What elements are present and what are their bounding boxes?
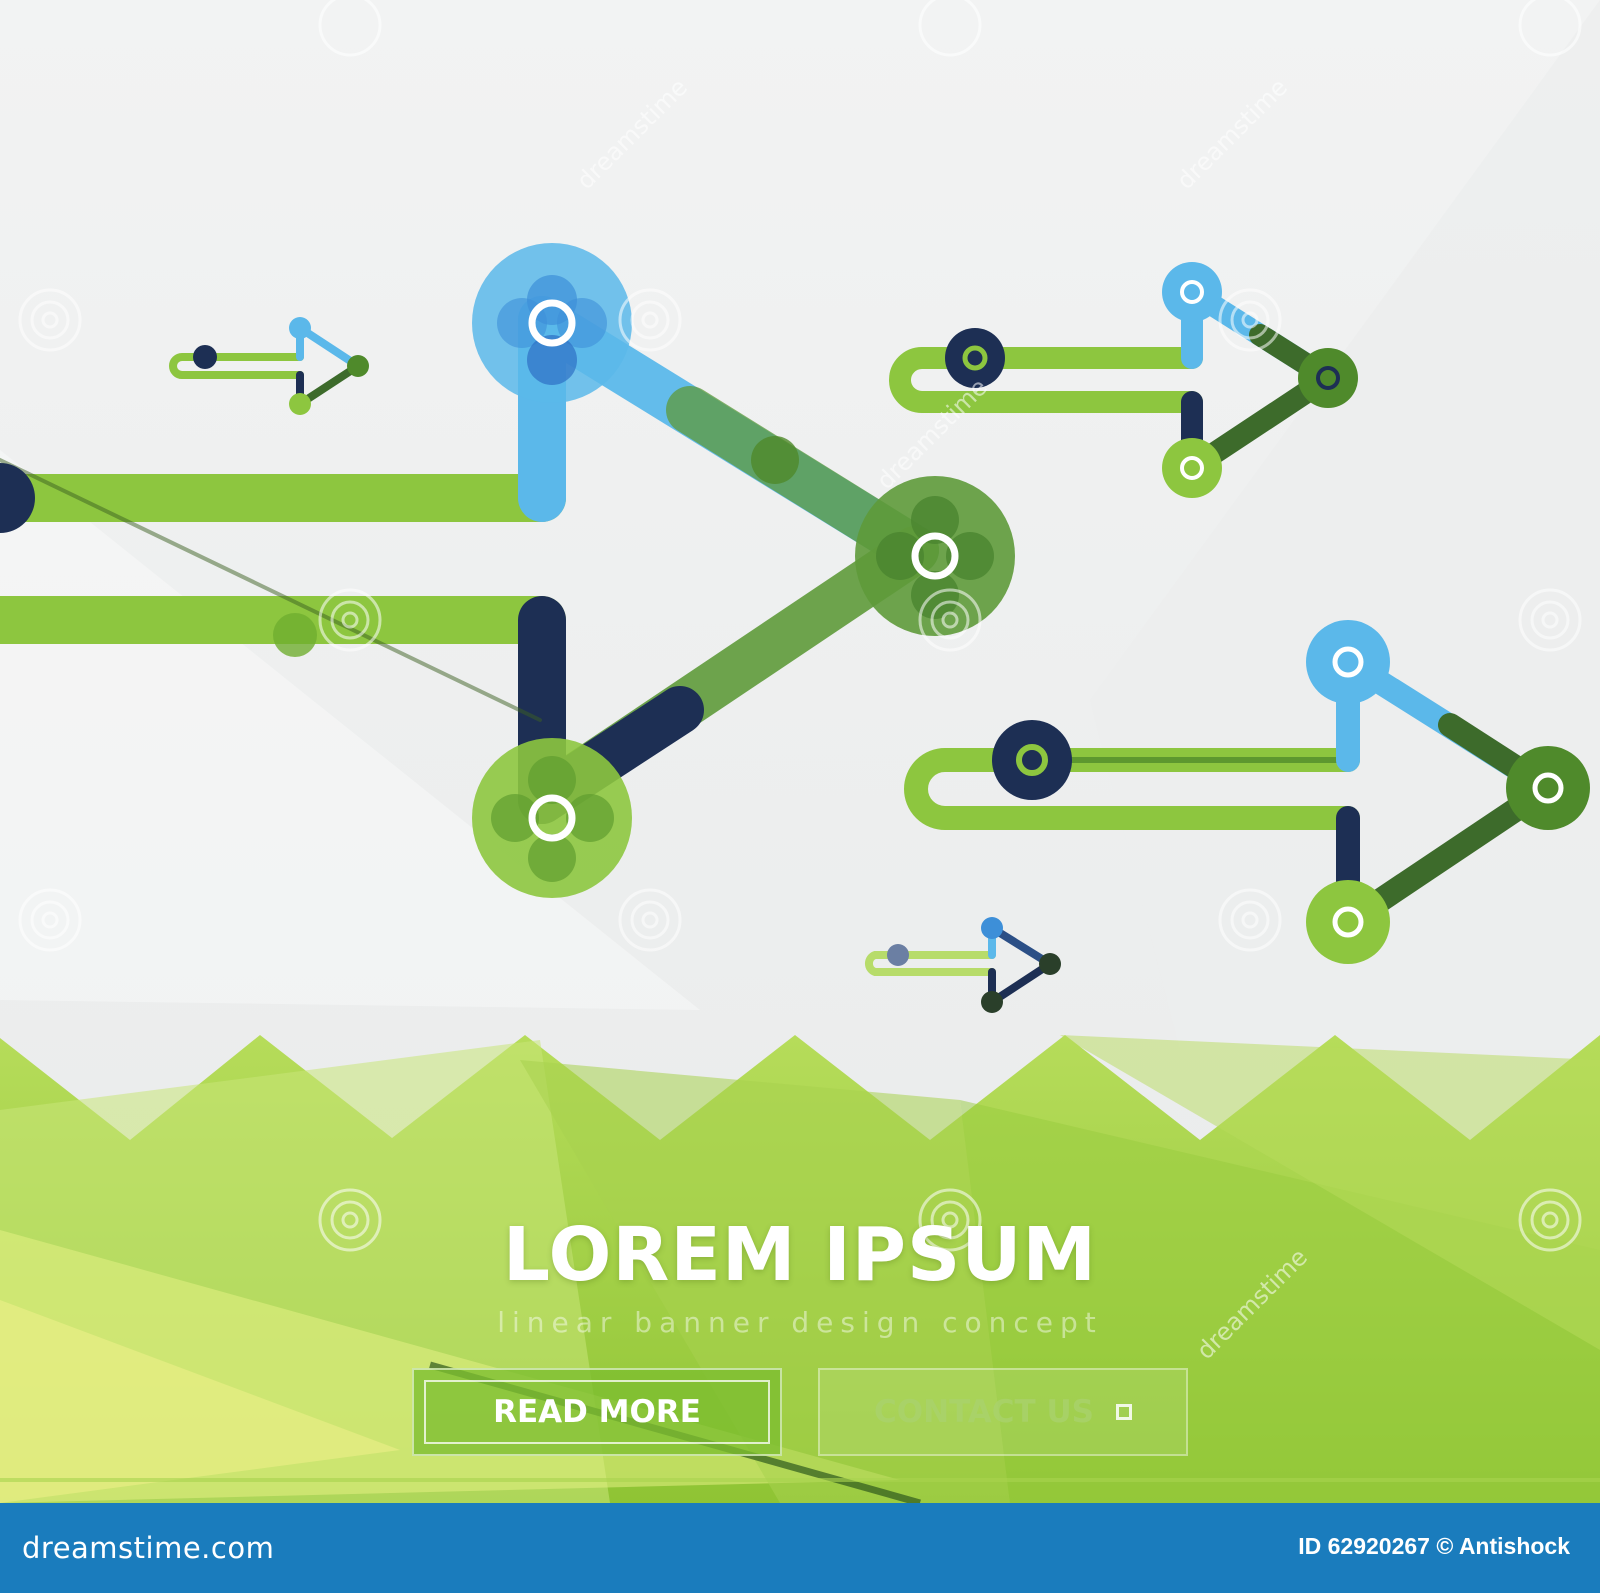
- small-arrow-left: [169, 317, 369, 415]
- contact-us-label: CONTACT US: [874, 1394, 1094, 1430]
- read-more-label: READ MORE: [493, 1394, 701, 1430]
- read-more-button-frame: [424, 1380, 770, 1444]
- stock-footer-bar: dreamstime.com ID 62920267 © Antishock: [0, 1503, 1600, 1593]
- hero-subtitle: linear banner design concept: [497, 1306, 1103, 1339]
- medium-arrow-top-nodes: [945, 262, 1358, 498]
- square-icon: [1115, 1404, 1132, 1420]
- small-arrow-center: [865, 917, 1061, 1013]
- medium-arrow-bottom-nodes: [992, 620, 1590, 964]
- footer-brand: dreamstime.com: [22, 1531, 275, 1565]
- contact-us-button[interactable]: CONTACT US: [818, 1368, 1188, 1456]
- large-arrow-nodes: [0, 243, 1015, 898]
- spiral-logo-icon: [18, 0, 1582, 1252]
- image-id-credit: ID 62920267 © Antishock: [1298, 1533, 1570, 1559]
- hero-title: LOREM IPSUM: [502, 1212, 1098, 1298]
- read-more-button[interactable]: READ MORE: [412, 1368, 782, 1456]
